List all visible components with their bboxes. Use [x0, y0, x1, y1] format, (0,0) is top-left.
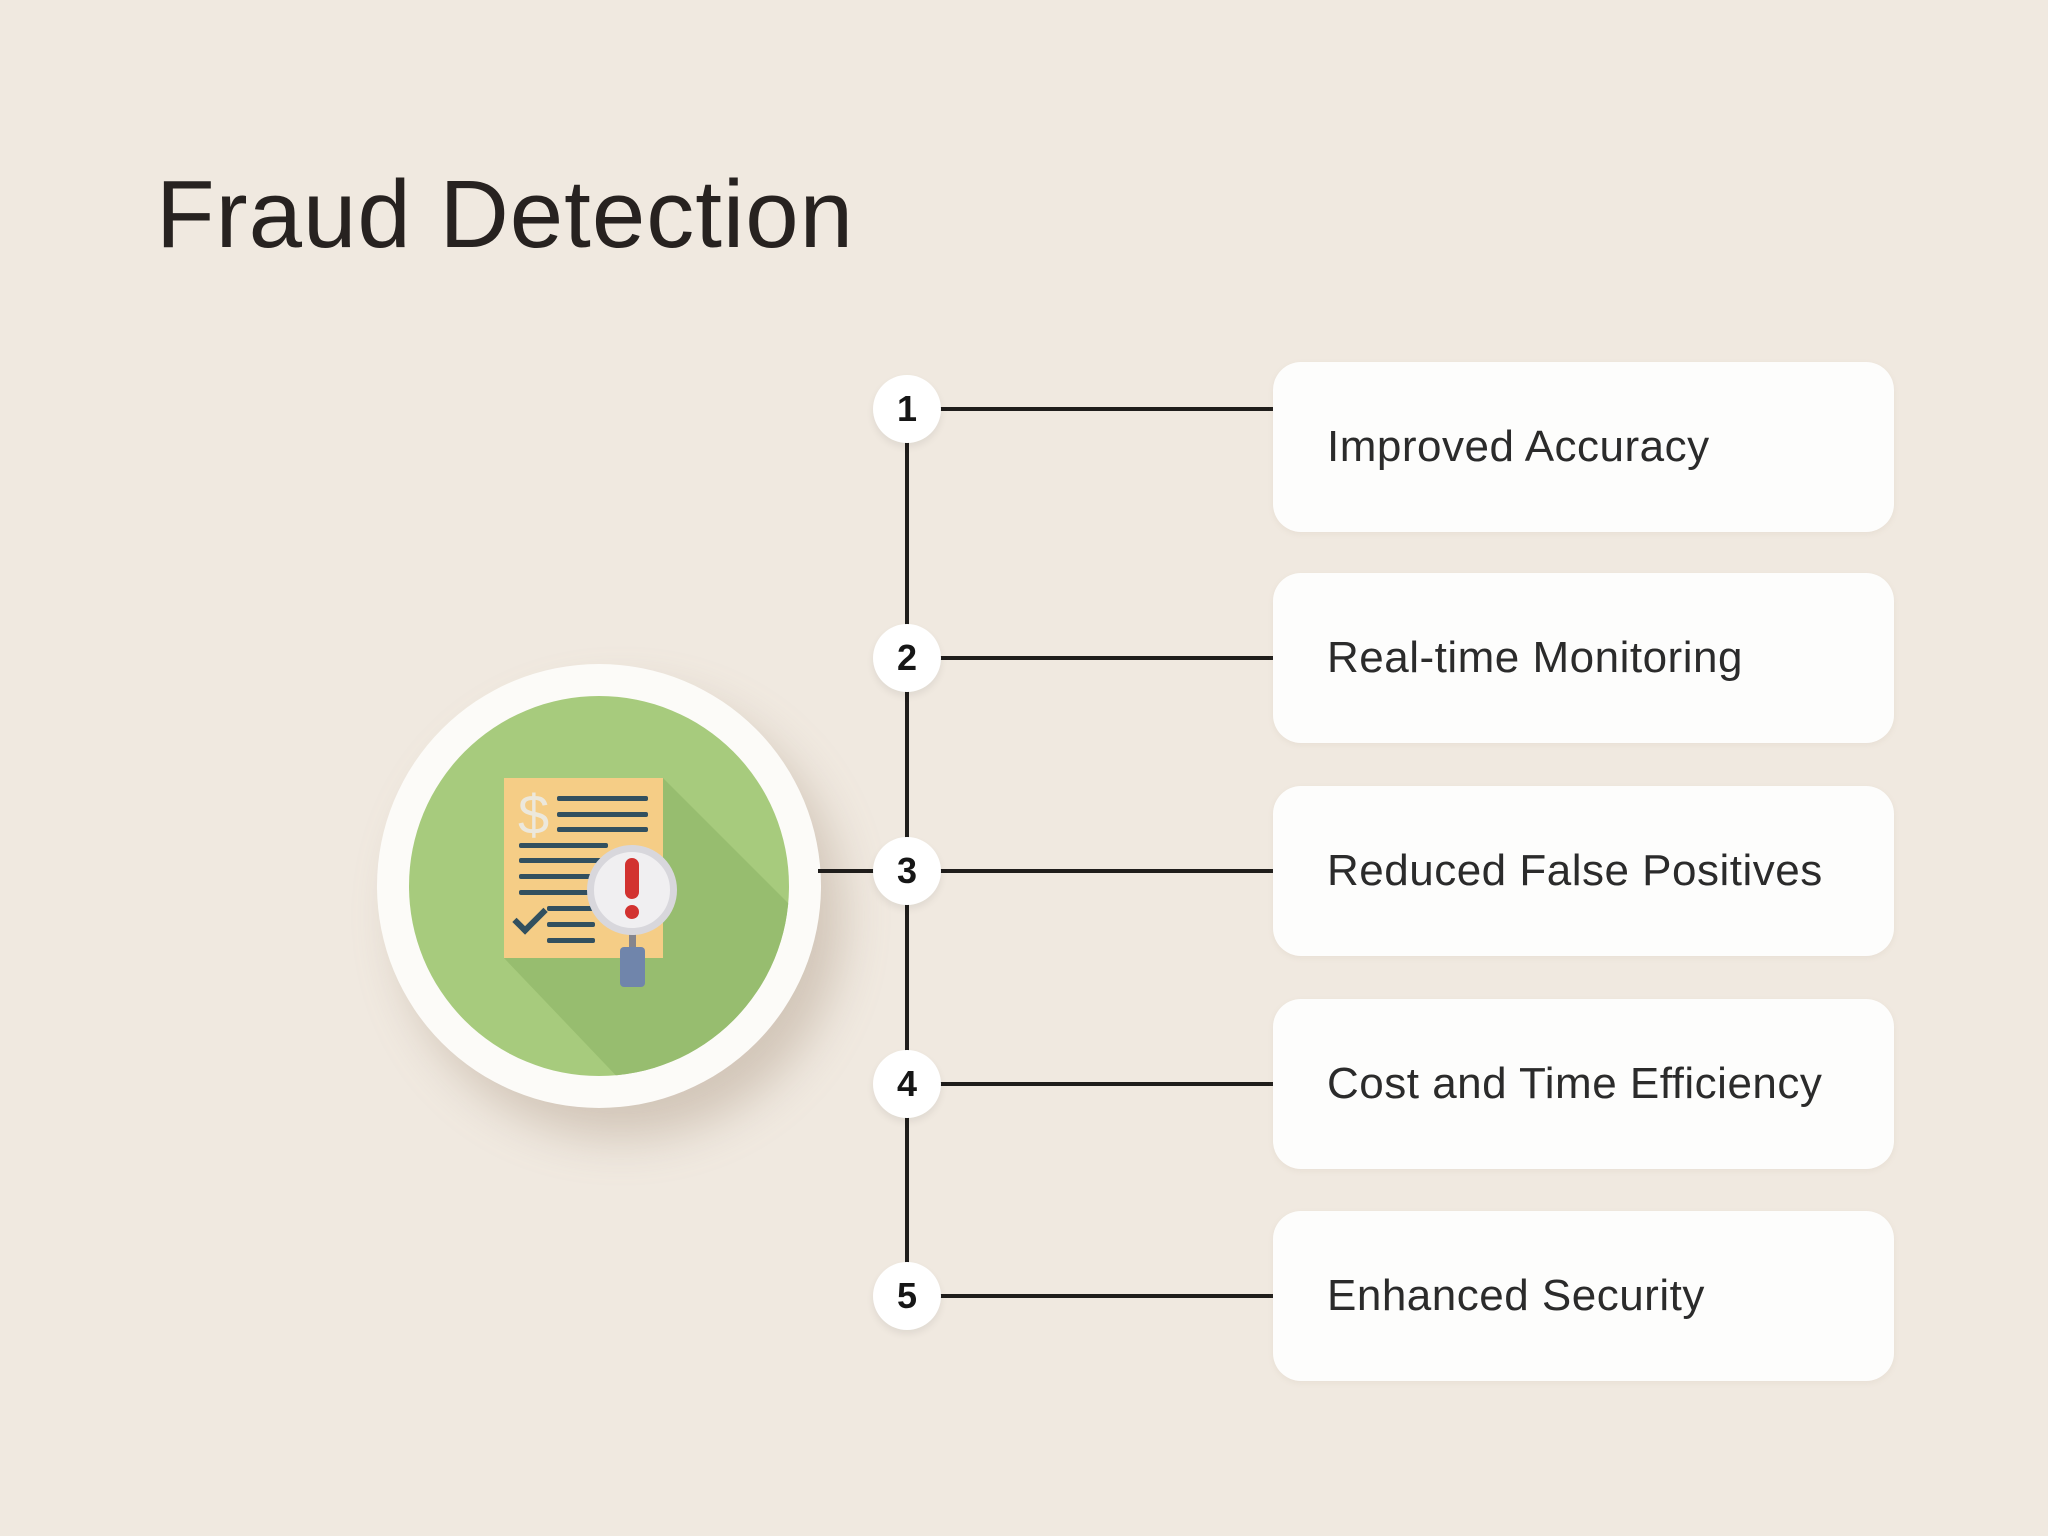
node-number: 3: [896, 850, 918, 891]
document-text-line: [519, 874, 608, 879]
node-badge-3: 3: [873, 837, 941, 905]
connector-line-3: [907, 869, 1273, 873]
document-text-line: [557, 796, 648, 801]
benefit-card-2: Real-time Monitoring: [1273, 573, 1894, 743]
benefit-label: Improved Accuracy: [1327, 422, 1710, 471]
connector-line-2: [907, 656, 1273, 660]
document-text-line: [519, 890, 608, 895]
checkmark-icon: [512, 899, 548, 935]
node-badge-1: 1: [873, 375, 941, 443]
magnifier-handle: [620, 947, 645, 987]
node-number: 2: [896, 637, 918, 678]
document-text-line: [519, 843, 608, 848]
benefit-label: Reduced False Positives: [1327, 846, 1823, 895]
document-text-line: [547, 938, 595, 943]
document-text-line: [547, 922, 595, 927]
benefit-label: Enhanced Security: [1327, 1271, 1705, 1320]
exclamation-icon: [625, 858, 639, 899]
magnifier-stem: [629, 934, 636, 950]
icon-connector-line: [818, 869, 876, 873]
document-text-line: [557, 812, 648, 817]
connector-line-4: [907, 1082, 1273, 1086]
fraud-inspection-icon: $: [409, 696, 789, 1076]
connector-line-1: [907, 407, 1273, 411]
dollar-sign-icon: $: [518, 783, 550, 846]
benefit-label: Real-time Monitoring: [1327, 633, 1743, 682]
connector-line-5: [907, 1294, 1273, 1298]
benefit-card-4: Cost and Time Efficiency: [1273, 999, 1894, 1169]
icon-outer-ring: $: [377, 664, 821, 1108]
node-number: 1: [896, 388, 918, 429]
node-number: 4: [896, 1063, 918, 1104]
benefit-card-5: Enhanced Security: [1273, 1211, 1894, 1381]
benefit-card-1: Improved Accuracy: [1273, 362, 1894, 532]
node-badge-5: 5: [873, 1262, 941, 1330]
document-text-line: [557, 827, 648, 832]
page-title: Fraud Detection: [156, 161, 855, 268]
benefit-card-3: Reduced False Positives: [1273, 786, 1894, 956]
document-text-line: [547, 906, 595, 911]
document-text-line: [519, 858, 608, 863]
benefit-label: Cost and Time Efficiency: [1327, 1059, 1823, 1108]
node-number: 5: [896, 1275, 918, 1316]
node-badge-4: 4: [873, 1050, 941, 1118]
node-badge-2: 2: [873, 624, 941, 692]
exclamation-dot: [625, 905, 639, 919]
